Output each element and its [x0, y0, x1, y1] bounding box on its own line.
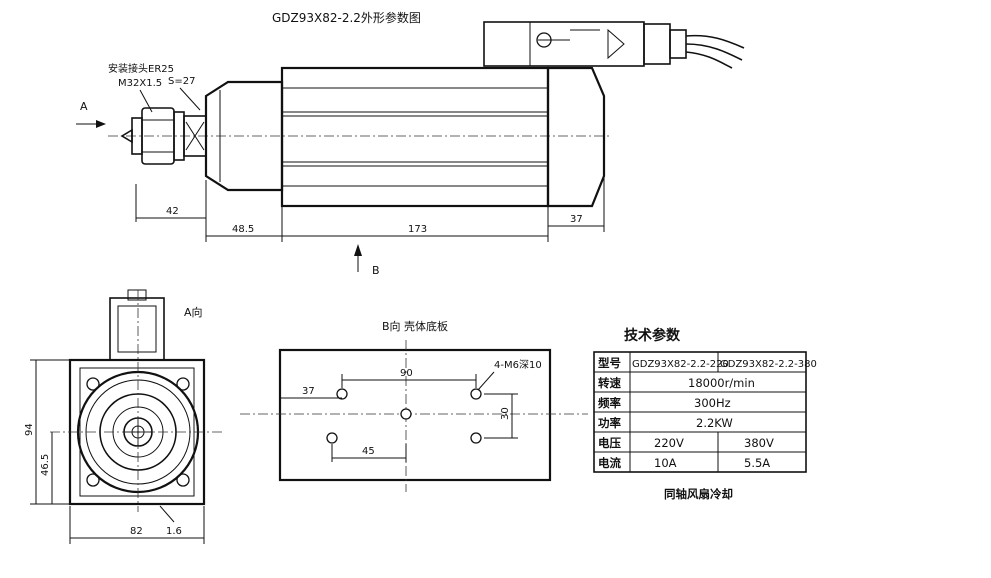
dim-30: 30: [500, 407, 511, 420]
drawing-title: GDZ93X82-2.2外形参数图: [272, 10, 421, 25]
row-current-380: 5.5A: [744, 456, 770, 470]
dim-173: 173: [408, 224, 427, 235]
dim-37-base: 37: [302, 386, 315, 397]
view-a: A向 94 46.5 82 1: [24, 289, 224, 544]
row-power-label: 功率: [598, 416, 621, 430]
side-view: GDZ93X82-2.2外形参数图 A 安装接头ER25 M32X1.5 S=2…: [76, 10, 745, 277]
row-speed-label: 转速: [598, 376, 621, 390]
view-b-arrow-label: B: [372, 264, 380, 277]
collet-label-2: M32X1.5: [118, 78, 162, 89]
base-plate: [278, 348, 552, 482]
spec-table-title: 技术参数: [624, 327, 681, 344]
collet-label-1: 安装接头ER25: [108, 62, 174, 75]
view-a-arrow-icon: [96, 120, 106, 128]
row-speed-value: 18000r/min: [688, 376, 755, 390]
row-current-label: 电流: [598, 456, 621, 470]
cable: [685, 34, 745, 49]
view-a-arrow-label: A: [80, 100, 88, 113]
dim-82: 82: [130, 526, 143, 537]
row-voltage-380: 380V: [744, 436, 774, 450]
dim-90: 90: [400, 368, 413, 379]
rear-cap: [546, 66, 606, 208]
dim-46-5: 46.5: [40, 454, 51, 476]
dim-45: 45: [362, 446, 375, 457]
dim-1-6: 1.6: [166, 526, 182, 537]
dim-37-side: 37: [570, 214, 583, 225]
view-b: B向 壳体底板 90 37 45 30 4-M6深10: [240, 319, 588, 492]
row-frequency-label: 频率: [598, 396, 621, 410]
view-a-title: A向: [184, 305, 203, 319]
holes-label: 4-M6深10: [494, 359, 542, 371]
row-frequency-value: 300Hz: [694, 396, 731, 410]
view-b-arrow-icon: [354, 244, 362, 256]
row-voltage-label: 电压: [598, 436, 621, 450]
cable-gland: [643, 23, 671, 65]
dim-42: 42: [166, 206, 179, 217]
motor-body: [280, 66, 550, 208]
connector-box: [483, 21, 645, 67]
table-header-model-220: GDZ93X82-2.2-220: [632, 359, 729, 370]
table-footer: 同轴风扇冷却: [664, 487, 733, 501]
wrench-size-label: S=27: [168, 76, 195, 87]
row-voltage-220: 220V: [654, 436, 684, 450]
spec-table: 技术参数 型号 GDZ93X82-2.2-220 GDZ93X82-2.2-38…: [593, 327, 817, 501]
dim-94: 94: [24, 423, 35, 436]
dim-48-5: 48.5: [232, 224, 254, 235]
table-header-model-380: GDZ93X82-2.2-380: [720, 359, 817, 370]
table-header-label: 型号: [598, 356, 621, 370]
row-current-220: 10A: [654, 456, 677, 470]
view-b-title: B向 壳体底板: [382, 319, 448, 333]
row-power-value: 2.2KW: [696, 416, 733, 430]
